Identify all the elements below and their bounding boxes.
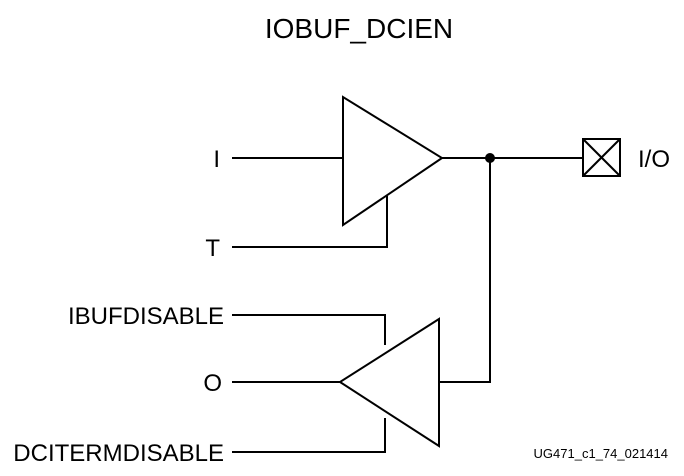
diagram-title: IOBUF_DCIEN: [265, 13, 453, 44]
ibufdisable-wire: [232, 314, 386, 345]
pin-label-i: I: [213, 146, 220, 173]
dcitermdisable-wire: [232, 418, 386, 453]
t-wire: [232, 196, 388, 248]
pin-label-t: T: [205, 235, 220, 262]
pin-label-io: I/O: [638, 146, 670, 173]
pin-label-o: O: [203, 370, 222, 397]
output-buffer-triangle-icon: [342, 95, 444, 227]
pin-label-dcitermdisable: DCITERMDISABLE: [13, 440, 224, 467]
input-buffer-triangle-icon: [338, 317, 440, 448]
input-buffer-feed-wire: [439, 158, 491, 383]
io-pad-box-icon: [582, 138, 621, 177]
figure-id: UG471_c1_74_021414: [534, 446, 668, 461]
pin-label-ibufdisable: IBUFDISABLE: [68, 303, 224, 330]
